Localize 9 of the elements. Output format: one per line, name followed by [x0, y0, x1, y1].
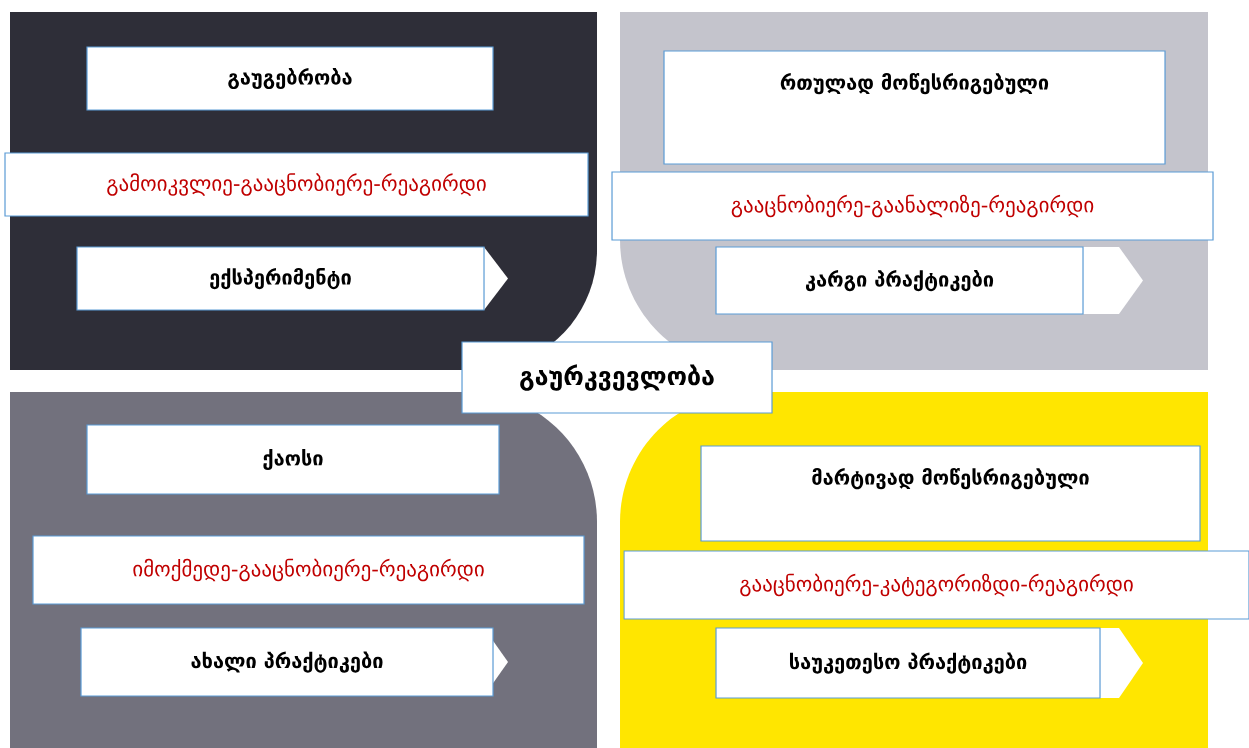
action-box: გააცნობიერე-კატეგორიზდი-რეაგირდი	[623, 550, 1249, 620]
domain-box: რთულად მოწესრიგებული	[663, 50, 1166, 165]
label-box: ქაოსი	[86, 424, 500, 495]
center-box: გაურკვევლობა	[461, 341, 773, 414]
label-box: გაუგებრობა	[86, 46, 494, 111]
action-box: გამოიკვლიე-გააცნობიერე-რეაგირდი	[4, 152, 589, 217]
action-box: გააცნობიერე-გაანალიზე-რეაგირდი	[611, 171, 1214, 241]
action-box: იმოქმედე-გააცნობიერე-რეაგირდი	[32, 535, 585, 605]
domain-box: მარტივად მოწესრიგებული	[700, 445, 1201, 542]
